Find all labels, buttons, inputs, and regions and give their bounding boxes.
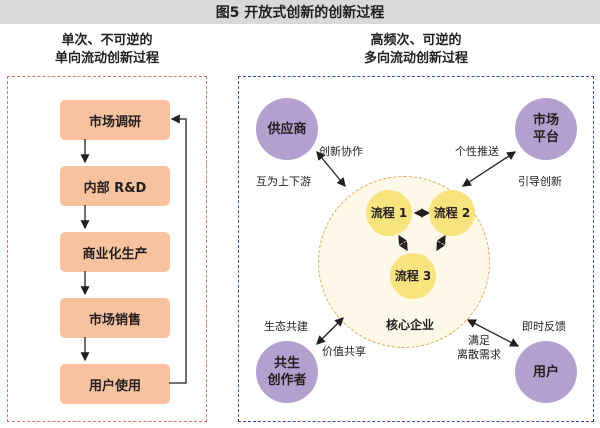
arrow-platform-core — [461, 151, 517, 187]
cocreator-line2: 创作者 — [267, 373, 307, 388]
arrow-user-core — [466, 319, 520, 347]
label-value-sharing: 价值共享 — [322, 345, 366, 358]
label-meet-discrete-needs: 满足 离散需求 — [457, 334, 501, 362]
label-personalized-push: 个性推送 — [455, 145, 499, 158]
process-2: 流程 2 — [429, 190, 475, 236]
cocreator-line1: 共生 — [273, 356, 300, 371]
left-heading-line2: 单向流动创新过程 — [54, 51, 159, 66]
left-heading: 单次、不可逆的 单向流动创新过程 — [7, 32, 207, 68]
step-user-use: 用户使用 — [60, 364, 170, 404]
actor-user: 用户 — [515, 341, 577, 403]
arrow-process1-process3 — [398, 234, 408, 252]
arrow-cocreator-core — [316, 317, 344, 345]
figure-title: 图5 开放式创新的创新过程 — [0, 0, 600, 24]
label-ecosystem-co-building: 生态共建 — [264, 320, 308, 333]
step-market-sales: 市场销售 — [60, 298, 170, 338]
label-meet-line2: 离散需求 — [457, 348, 501, 361]
right-heading-line2: 多向流动创新过程 — [363, 51, 468, 66]
actor-supplier: 供应商 — [256, 98, 318, 160]
step-internal-rd: 内部 R&D — [60, 166, 170, 206]
right-heading-line1: 高频次、可逆的 — [370, 33, 462, 48]
feedback-loop-arrow — [169, 114, 187, 384]
core-enterprise-label: 核心企业 — [386, 318, 435, 332]
right-panel — [238, 76, 594, 422]
label-meet-line1: 满足 — [468, 334, 490, 347]
platform-line2: 平台 — [532, 130, 559, 145]
step-commercial-production: 商业化生产 — [60, 232, 170, 272]
label-mutual-upstream-downstream: 互为上下游 — [256, 175, 311, 188]
label-guided-innovation: 引导创新 — [518, 175, 562, 188]
actor-symbiotic-creator: 共生 创作者 — [256, 341, 318, 403]
step-market-research: 市场调研 — [60, 100, 170, 140]
arrow-process2-process3 — [436, 234, 446, 252]
label-instant-feedback: 即时反馈 — [522, 320, 566, 333]
left-heading-line1: 单次、不可逆的 — [61, 33, 153, 48]
right-heading: 高频次、可逆的 多向流动创新过程 — [238, 32, 594, 68]
arrow-supplier-core — [316, 150, 346, 188]
left-panel: 市场调研 内部 R&D 商业化生产 市场销售 用户使用 — [7, 76, 207, 422]
process-3: 流程 3 — [390, 253, 436, 299]
actor-market-platform: 市场 平台 — [515, 98, 577, 160]
label-innovation-collaboration: 创新协作 — [319, 145, 363, 158]
process-1: 流程 1 — [366, 190, 412, 236]
platform-line1: 市场 — [532, 113, 559, 128]
